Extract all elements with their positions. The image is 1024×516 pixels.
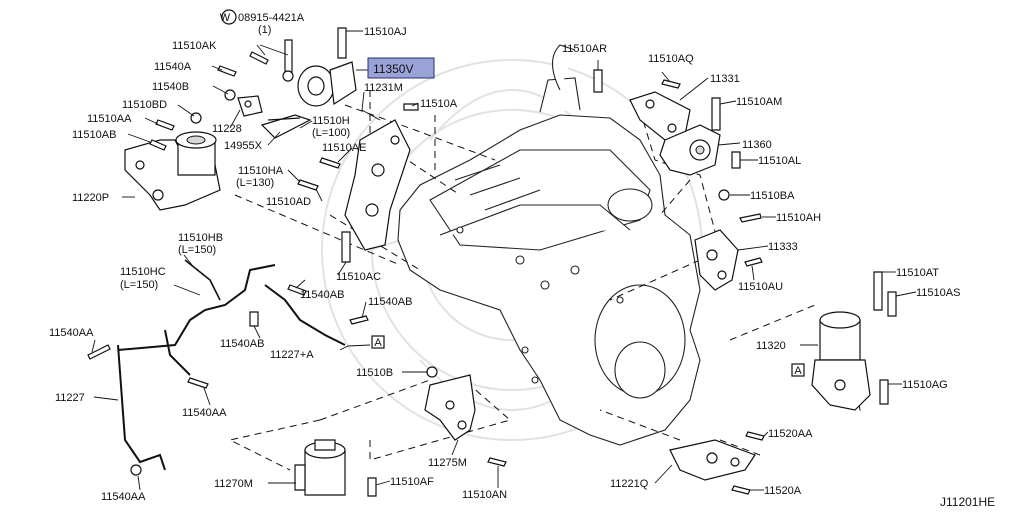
washer-symbol-label: W bbox=[220, 12, 231, 24]
part-11231M-bracket[interactable] bbox=[344, 119, 411, 251]
label-11510AM[interactable]: 11510AM bbox=[736, 96, 782, 108]
ref-box-a-left bbox=[371, 335, 385, 349]
label-08915-4421A[interactable]: 08915-4421A bbox=[238, 12, 305, 24]
part-11227A-rod[interactable] bbox=[264, 284, 346, 346]
label-11520A[interactable]: 11520A bbox=[764, 485, 802, 497]
label-11510AN[interactable]: 11510AN bbox=[462, 489, 507, 501]
label-11331[interactable]: 11331 bbox=[710, 73, 740, 85]
part-11320-mount[interactable] bbox=[811, 311, 871, 411]
label-11510AB[interactable]: 11510AB bbox=[72, 129, 116, 141]
engine-block bbox=[397, 44, 701, 446]
part-11275M-bracket[interactable] bbox=[424, 374, 476, 441]
label-11270M[interactable]: 11270M bbox=[214, 478, 253, 490]
label-08915-qty: (1) bbox=[258, 24, 271, 36]
washer-symbol-icon bbox=[221, 9, 237, 25]
label-11510AK[interactable]: 11510AK bbox=[172, 40, 217, 52]
label-11510BA[interactable]: 11510BA bbox=[750, 190, 795, 202]
label-11510H-length: (L=100) bbox=[312, 127, 350, 139]
part-11221Q-bracket[interactable] bbox=[669, 439, 756, 481]
label-11510AE[interactable]: 11510AE bbox=[322, 142, 366, 154]
ref-box-a-right bbox=[791, 363, 805, 377]
ref-a-left: A bbox=[374, 337, 382, 349]
label-11510AQ[interactable]: 11510AQ bbox=[648, 53, 694, 65]
label-11510AC[interactable]: 11510AC bbox=[336, 271, 381, 283]
diagram-id: J11201HE bbox=[940, 495, 995, 509]
label-11350V[interactable]: 11350V bbox=[373, 62, 413, 76]
label-11510HB-length: (L=150) bbox=[178, 244, 216, 256]
label-11510HA[interactable]: 11510HA bbox=[238, 165, 284, 177]
label-11227A[interactable]: 11227+A bbox=[270, 349, 314, 361]
label-11510AA[interactable]: 11510AA bbox=[87, 113, 132, 125]
label-11510HA-length: (L=130) bbox=[236, 177, 274, 189]
label-11360[interactable]: 11360 bbox=[742, 139, 772, 151]
label-11333[interactable]: 11333 bbox=[768, 241, 798, 253]
label-11510B[interactable]: 11510B bbox=[356, 367, 393, 379]
label-11510A-top[interactable]: 11510A bbox=[420, 98, 458, 110]
leader-lines bbox=[91, 30, 917, 491]
label-11510HB[interactable]: 11510HB bbox=[178, 232, 223, 244]
label-11510H[interactable]: 11510H bbox=[312, 115, 350, 127]
label-11520AA[interactable]: 11520AA bbox=[768, 428, 813, 440]
ref-a-right: A bbox=[794, 365, 802, 377]
label-11510BD[interactable]: 11510BD bbox=[122, 99, 167, 111]
part-14955X-hose[interactable] bbox=[260, 114, 312, 139]
label-11510HC[interactable]: 11510HC bbox=[120, 266, 166, 278]
label-11510HC-length: (L=150) bbox=[120, 279, 158, 291]
label-11540AB-2[interactable]: 11540AB bbox=[368, 296, 412, 308]
label-11540B[interactable]: 11540B bbox=[152, 81, 189, 93]
label-11510AF[interactable]: 11510AF bbox=[390, 476, 434, 488]
label-11320[interactable]: 11320 bbox=[756, 340, 786, 352]
label-11540AB-3[interactable]: 11540AB bbox=[220, 338, 264, 350]
label-11221Q[interactable]: 11221Q bbox=[610, 478, 649, 490]
highlighted-part-box[interactable] bbox=[367, 57, 435, 79]
part-labels: W 08915-4421A (1) 11510AJ 11510AK 11540A… bbox=[49, 12, 995, 509]
label-11540A[interactable]: 11540A bbox=[154, 61, 192, 73]
label-11227[interactable]: 11227 bbox=[55, 392, 85, 404]
label-11510AT[interactable]: 11510AT bbox=[896, 267, 939, 279]
label-11510AH[interactable]: 11510AH bbox=[776, 212, 821, 224]
label-11231M[interactable]: 11231M bbox=[364, 82, 403, 94]
part-11270M-mount[interactable] bbox=[294, 439, 346, 496]
label-11510AL[interactable]: 11510AL bbox=[758, 155, 801, 167]
part-11360-mount[interactable] bbox=[659, 124, 721, 176]
label-11510AJ[interactable]: 11510AJ bbox=[364, 26, 407, 38]
label-11275M[interactable]: 11275M bbox=[428, 457, 467, 469]
part-11227-rod[interactable] bbox=[117, 264, 276, 471]
part-11228-bracket[interactable] bbox=[237, 95, 263, 117]
label-11510AU[interactable]: 11510AU bbox=[738, 281, 783, 293]
label-11228[interactable]: 11228 bbox=[212, 123, 242, 135]
label-11540AA-3[interactable]: 11540AA bbox=[101, 491, 146, 503]
label-11540AA-2[interactable]: 11540AA bbox=[182, 407, 227, 419]
label-11540AA-1[interactable]: 11540AA bbox=[49, 327, 94, 339]
part-11350V-bushing[interactable] bbox=[297, 61, 357, 107]
label-11510AD[interactable]: 11510AD bbox=[266, 196, 311, 208]
bolt-markers bbox=[87, 27, 897, 497]
part-11333-bracket[interactable] bbox=[694, 229, 739, 291]
label-14955X[interactable]: 14955X bbox=[224, 140, 263, 152]
part-11220P-mount[interactable] bbox=[124, 131, 221, 211]
label-11220P[interactable]: 11220P bbox=[72, 192, 109, 204]
part-11510HB-hose[interactable] bbox=[184, 259, 221, 301]
label-11510AS[interactable]: 11510AS bbox=[916, 287, 960, 299]
label-11510AG[interactable]: 11510AG bbox=[902, 379, 948, 391]
label-11540AB-1[interactable]: 11540AB bbox=[300, 289, 344, 301]
label-11510AR[interactable]: 11510AR bbox=[562, 43, 607, 55]
